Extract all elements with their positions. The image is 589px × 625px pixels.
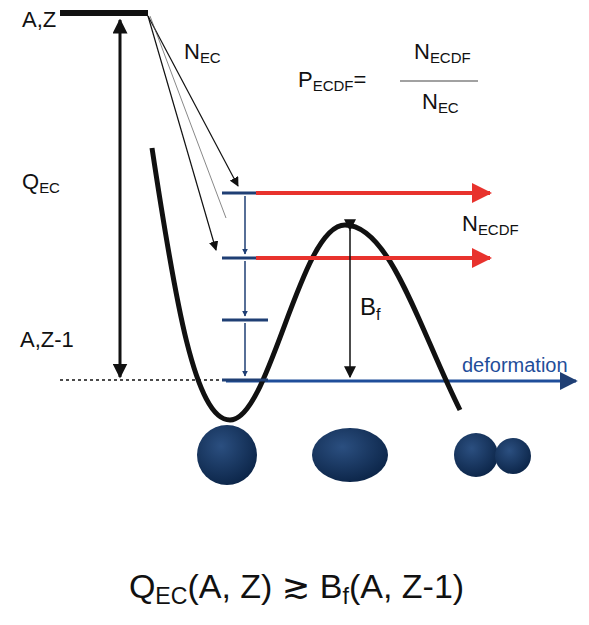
deformation-axis	[226, 380, 576, 383]
subscript: ECDF	[478, 221, 519, 238]
level-scheme	[222, 193, 268, 380]
qec-arrow	[119, 20, 122, 377]
subscript: f	[342, 583, 348, 609]
condition-caption: QEC(A, Z) ≳ Bf(A, Z-1)	[2, 568, 589, 610]
fission-arrow	[256, 256, 490, 260]
nucleus-deformed	[312, 428, 388, 482]
fission-arrow	[256, 191, 490, 195]
ec-arrow	[150, 16, 226, 218]
ec-count: NEC	[184, 40, 221, 67]
axis-label: deformation	[462, 354, 568, 376]
subscript: ECDF	[430, 49, 471, 66]
fragment	[454, 433, 498, 477]
text-run: P	[298, 67, 313, 92]
subscript: EC	[438, 99, 459, 116]
fraction-bar	[400, 80, 478, 81]
parent-level	[60, 10, 148, 16]
text-run: N	[422, 89, 438, 114]
potential-curve	[152, 148, 460, 420]
barrier-arrow	[349, 230, 351, 377]
ecdf-count: NECDF	[462, 212, 519, 239]
subscript: f	[376, 305, 381, 323]
subscript: EC	[155, 583, 187, 609]
fraction-denominator: NEC	[422, 90, 459, 117]
text-run: A,Z-1	[20, 327, 74, 352]
text-run: (A, Z) ≳ B	[187, 567, 342, 605]
text-run: A,Z	[22, 7, 56, 32]
ec-arrow	[148, 16, 238, 186]
text-run: deformation	[462, 354, 568, 376]
text-run: Q	[22, 169, 39, 194]
fraction-numerator: NECDF	[414, 40, 471, 67]
subscript: ECDF	[313, 77, 354, 94]
subscript: EC	[39, 179, 60, 196]
q-value: QEC	[22, 170, 60, 197]
text-run: N	[414, 39, 430, 64]
text-run: B	[360, 293, 376, 320]
fragment	[495, 438, 531, 474]
parent-label: A,Z	[22, 8, 56, 32]
nucleus-sphere	[197, 425, 257, 485]
barrier-height: Bf	[360, 294, 381, 324]
subscript: EC	[200, 49, 221, 66]
text-run: (A, Z-1)	[349, 567, 464, 605]
text-run: Q	[129, 567, 155, 605]
text-run: =	[353, 67, 366, 92]
probability-label: PECDF=	[298, 68, 366, 95]
text-run: N	[184, 39, 200, 64]
text-run: N	[462, 211, 478, 236]
daughter-label: A,Z-1	[20, 328, 74, 352]
ground-level	[60, 379, 226, 381]
